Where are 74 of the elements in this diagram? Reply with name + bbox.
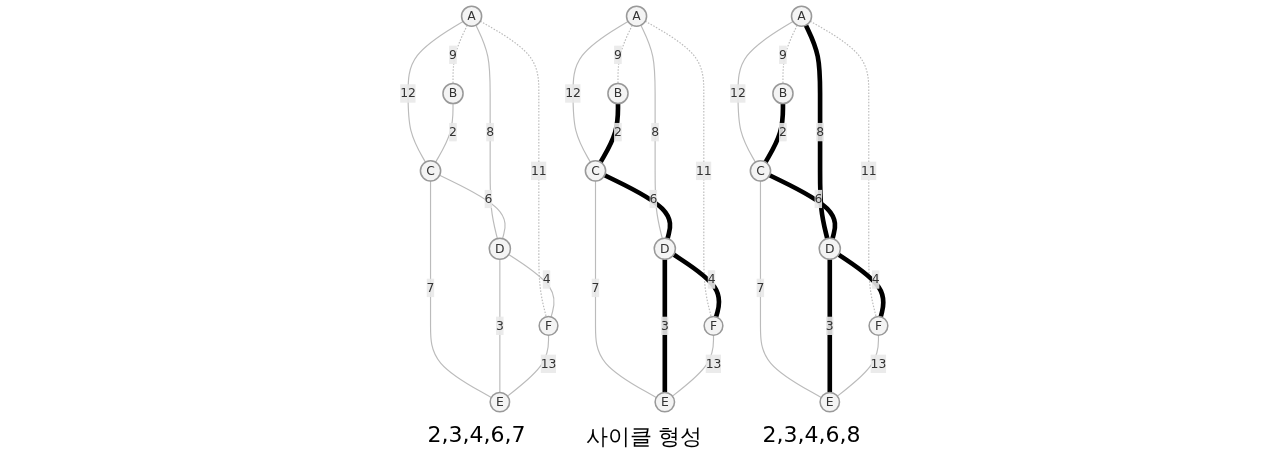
edge-label: 6 <box>814 191 823 206</box>
connector <box>759 180 822 398</box>
connector <box>640 24 663 240</box>
connector <box>803 24 830 240</box>
edge-label: 4 <box>542 271 551 287</box>
connector <box>662 259 668 393</box>
edge-label: 7 <box>591 280 600 295</box>
node-circle: E <box>489 391 511 413</box>
edge-label: 8 <box>486 124 495 140</box>
node-circle: A <box>460 5 483 28</box>
edge-label: 3 <box>660 318 669 333</box>
connector <box>837 252 886 318</box>
connector <box>809 20 877 318</box>
edge-label: 2 <box>779 124 787 140</box>
connector <box>499 258 501 393</box>
connector <box>768 173 838 240</box>
edge-label: 8 <box>816 124 825 140</box>
edge-label: 4 <box>707 271 716 287</box>
edge-label: 4 <box>871 271 880 287</box>
edge-label: 13 <box>870 356 887 371</box>
connector <box>836 334 880 397</box>
node-circle: D <box>653 237 677 261</box>
edge-label: 9 <box>779 47 787 62</box>
connector <box>827 259 833 393</box>
edge-label: 12 <box>400 85 416 101</box>
edge-label: 11 <box>695 163 712 178</box>
connector <box>435 102 454 163</box>
connector <box>672 252 722 318</box>
connector <box>603 173 673 240</box>
connector <box>644 20 712 318</box>
edge-label: 3 <box>495 318 504 333</box>
edge-label: 7 <box>756 280 765 295</box>
connector <box>594 180 657 398</box>
node-circle: D <box>488 237 512 261</box>
edge-label: 2 <box>614 124 622 140</box>
edge-label: 11 <box>530 163 547 178</box>
edge-label: 12 <box>730 85 746 101</box>
node-circle: E <box>819 391 841 413</box>
handwritten-note: 2,3,4,6,7 <box>427 422 526 449</box>
handwritten-note: 2,3,4,6,8 <box>762 422 861 449</box>
connector <box>475 24 498 240</box>
node-circle: C <box>419 159 442 182</box>
edge-label: 13 <box>705 356 722 371</box>
connector <box>763 103 786 164</box>
edge-label: 11 <box>860 163 877 178</box>
edge-label: 12 <box>565 85 581 101</box>
node-circle: A <box>625 5 648 28</box>
edge-label: 6 <box>484 191 493 206</box>
node-circle: B <box>607 82 629 105</box>
node-circle: C <box>749 159 772 182</box>
connector <box>439 174 506 240</box>
node-circle: F <box>868 315 889 336</box>
node-circle: E <box>654 391 676 413</box>
edge-label: 6 <box>649 191 658 206</box>
node-circle: C <box>584 159 607 182</box>
edge-label: 13 <box>540 356 557 371</box>
connector <box>598 103 621 164</box>
node-circle: B <box>772 82 794 105</box>
node-circle: F <box>538 315 559 336</box>
connector <box>508 253 555 318</box>
node-circle: A <box>790 5 813 28</box>
connector <box>429 180 492 398</box>
node-circle: F <box>703 315 724 336</box>
edge-label: 9 <box>449 47 457 62</box>
edge-label: 7 <box>426 280 435 295</box>
node-circle: D <box>818 237 842 261</box>
handwritten-note: 사이클 형성 <box>585 423 703 451</box>
node-circle: B <box>442 82 464 105</box>
connector <box>506 334 550 397</box>
edge-label: 8 <box>651 124 660 140</box>
edge-label: 3 <box>825 318 834 333</box>
edge-label: 2 <box>449 124 457 140</box>
connector <box>671 334 715 397</box>
edge-label: 9 <box>614 47 622 62</box>
